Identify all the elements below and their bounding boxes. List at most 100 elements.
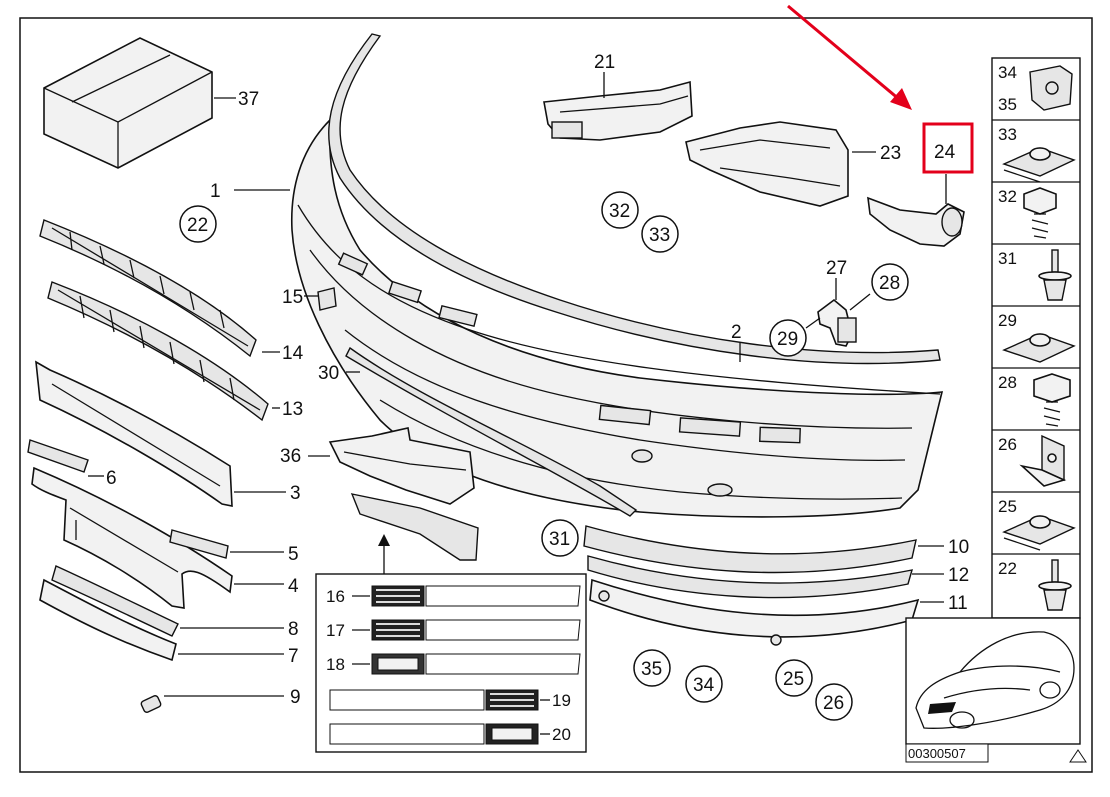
fastener-row-28[interactable]: 28 [998, 373, 1071, 427]
carrier-part-3[interactable] [35, 360, 233, 507]
circled-callout-33: 33 [641, 215, 679, 253]
svg-text:31: 31 [998, 249, 1017, 268]
callout-20: 20 [552, 725, 571, 744]
callout-4: 4 [288, 576, 299, 597]
grille-row-20[interactable] [329, 723, 539, 745]
spoiler-strip-part-12[interactable] [587, 555, 913, 599]
callout-10: 10 [948, 537, 969, 558]
svg-text:31: 31 [549, 529, 570, 550]
air-duct-part-36[interactable] [328, 427, 475, 505]
svg-text:35: 35 [998, 95, 1017, 114]
grille-part-13[interactable] [47, 281, 269, 422]
fastener-row-22[interactable]: 22 [998, 559, 1072, 611]
svg-text:28: 28 [998, 373, 1017, 392]
circled-callout-32: 32 [601, 191, 639, 229]
trim-strip-part-5[interactable] [169, 529, 229, 559]
callout-14: 14 [282, 343, 304, 364]
grille-row-18[interactable] [371, 653, 581, 675]
trim-strip-part-8[interactable] [51, 565, 179, 637]
trim-strip-part-2[interactable] [328, 33, 941, 365]
svg-text:28: 28 [879, 273, 900, 294]
trim-strip-part-6[interactable] [27, 439, 89, 473]
callout-15: 15 [282, 287, 303, 308]
fastener-row-25[interactable]: 25 [998, 497, 1076, 551]
svg-text:26: 26 [998, 435, 1017, 454]
svg-text:25: 25 [998, 497, 1017, 516]
grille-row-19[interactable] [329, 689, 539, 711]
callout-3: 3 [290, 483, 301, 504]
circled-callout-26: 26 [815, 683, 853, 721]
fastener-row-33[interactable]: 33 [998, 125, 1076, 183]
air-duct-part-23[interactable] [685, 121, 849, 207]
callout-17: 17 [326, 621, 345, 640]
callout-13: 13 [282, 399, 303, 420]
callout-37: 37 [238, 89, 259, 110]
plug-part-9[interactable] [140, 695, 162, 713]
callout-21: 21 [594, 52, 615, 73]
fastener-row-26[interactable]: 26 [998, 434, 1067, 487]
svg-text:34: 34 [998, 63, 1017, 82]
fastener-row-31[interactable]: 31 [998, 249, 1072, 301]
expansion-rivet-icon [1038, 559, 1072, 611]
spoiler-strip-part-10[interactable] [583, 525, 917, 574]
fastener-row-29[interactable]: 29 [998, 311, 1076, 363]
grille-part-14[interactable] [39, 219, 257, 358]
lower-grille-insert[interactable] [350, 493, 479, 561]
circled-callout-34: 34 [685, 665, 723, 703]
bracket-clip-icon [1019, 434, 1067, 487]
callout-12: 12 [948, 565, 969, 586]
mount-bracket-part-27[interactable] [817, 298, 857, 347]
callout-30: 30 [318, 363, 339, 384]
highlight-box [922, 122, 974, 174]
bracket-part-24[interactable] [867, 196, 965, 247]
fastener-row-34-35[interactable]: 34 35 [998, 63, 1073, 114]
red-arrow-icon [787, 4, 912, 110]
callout-36: 36 [280, 446, 301, 467]
callout-16: 16 [326, 587, 345, 606]
callout-18: 18 [326, 655, 345, 674]
callout-19: 19 [552, 691, 571, 710]
callout-7: 7 [288, 646, 299, 667]
svg-text:26: 26 [823, 693, 844, 714]
callout-6: 6 [106, 468, 117, 489]
spring-nut-icon [1002, 515, 1076, 551]
callout-23: 23 [880, 143, 901, 164]
circled-callout-35: 35 [633, 649, 671, 687]
svg-text:33: 33 [998, 125, 1017, 144]
callout-2: 2 [731, 322, 742, 343]
svg-text:32: 32 [609, 201, 630, 222]
circled-callout-25: 25 [775, 659, 813, 697]
moulding-part-30[interactable] [345, 346, 638, 517]
support-frame-part-4[interactable] [31, 466, 233, 609]
expansion-rivet-icon [1038, 249, 1072, 301]
spring-nut-icon [1002, 333, 1076, 363]
callout-11: 11 [948, 593, 968, 614]
svg-text:22: 22 [187, 215, 208, 236]
svg-text:25: 25 [783, 669, 804, 690]
clip-nut-icon [1029, 65, 1073, 111]
grille-row-16[interactable] [371, 585, 581, 607]
box-part-37[interactable] [43, 37, 213, 169]
callout-24: 24 [934, 142, 956, 163]
trim-strip-part-7[interactable] [39, 578, 177, 662]
circled-callout-29: 29 [769, 319, 807, 357]
callout-27: 27 [826, 258, 847, 279]
air-duct-part-21[interactable] [543, 80, 693, 141]
warning-triangle-icon [1069, 749, 1087, 763]
hex-bolt-icon [1033, 373, 1071, 427]
circled-callout-28: 28 [871, 263, 909, 301]
car-thumbnail [905, 617, 1081, 763]
grille-insert-inset [315, 573, 587, 753]
callout-1: 1 [210, 181, 221, 202]
svg-text:34: 34 [693, 675, 715, 696]
spring-nut-icon [1002, 147, 1076, 183]
circled-callout-22: 22 [179, 205, 217, 243]
grille-row-17[interactable] [371, 619, 581, 641]
callout-8: 8 [288, 619, 299, 640]
diagram-code: 00300507 [908, 746, 966, 761]
fastener-row-32[interactable]: 32 [998, 187, 1057, 239]
clip-part-15[interactable] [317, 287, 337, 311]
circled-callout-31: 31 [541, 519, 579, 557]
